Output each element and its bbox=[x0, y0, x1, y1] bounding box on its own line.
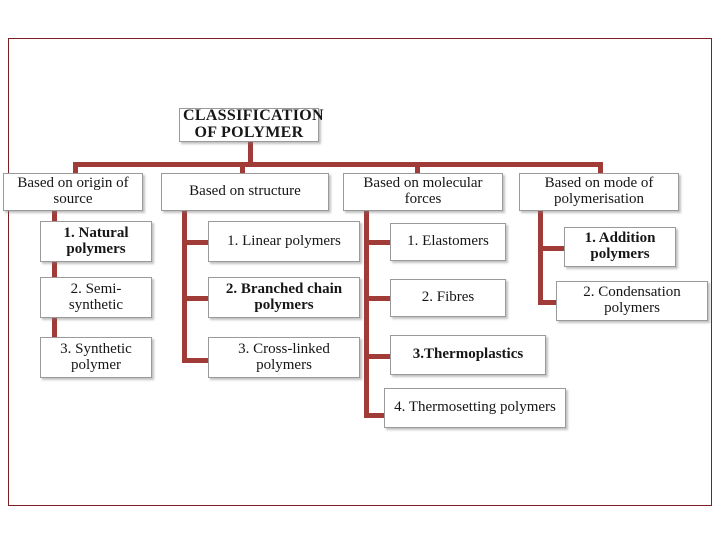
node-leaf-b1-c3-label: 3. Synthetic polymer bbox=[60, 340, 132, 373]
node-branch-heading-1[interactable]: Based on origin of source bbox=[3, 173, 143, 211]
node-leaf-b2-c3[interactable]: 3. Cross-linked polymers bbox=[208, 337, 360, 378]
connector-rib-b4-c2 bbox=[538, 300, 566, 305]
connector-rib-b3-c3 bbox=[364, 354, 392, 359]
node-leaf-b4-c1[interactable]: 1. Addition polymers bbox=[564, 227, 676, 267]
node-branch-heading-2-label: Based on structure bbox=[189, 183, 301, 200]
node-leaf-b2-c1-label: 1. Linear polymers bbox=[227, 232, 341, 249]
node-leaf-b3-c1-label: 1. Elastomers bbox=[407, 233, 489, 250]
connector-top-bar bbox=[73, 162, 603, 167]
node-leaf-b3-c3-label: 3.Thermoplastics bbox=[412, 346, 524, 363]
connector-rib-b2-c1 bbox=[182, 240, 210, 245]
connector-title-stem bbox=[248, 142, 253, 164]
node-leaf-b1-c2-label: 2. Semi-synthetic bbox=[68, 280, 124, 313]
connector-rib-b2-c2 bbox=[182, 296, 210, 301]
node-branch-heading-3[interactable]: Based on molecular forces bbox=[343, 173, 503, 211]
node-leaf-b3-c4-label: 4. Thermosetting polymers bbox=[394, 399, 556, 416]
connector-rib-b3-c2 bbox=[364, 296, 392, 301]
node-leaf-b4-c2-label: 2. Condensation polymers bbox=[583, 284, 681, 316]
node-leaf-b3-c1[interactable]: 1. Elastomers bbox=[390, 223, 506, 261]
connector-rib-b2-c3 bbox=[182, 358, 210, 363]
connector-drop-branch-4 bbox=[598, 162, 603, 173]
node-branch-heading-4[interactable]: Based on mode of polymerisation bbox=[519, 173, 679, 211]
node-branch-heading-4-label: Based on mode of polymerisation bbox=[544, 175, 654, 207]
node-leaf-b1-c3[interactable]: 3. Synthetic polymer bbox=[40, 337, 152, 378]
node-leaf-b2-c3-label: 3. Cross-linked polymers bbox=[238, 340, 330, 373]
connector-drop-branch-1 bbox=[73, 162, 78, 173]
node-leaf-b3-c2[interactable]: 2. Fibres bbox=[390, 279, 506, 317]
connector-trunk-branch-4 bbox=[538, 211, 543, 305]
node-leaf-b3-c2-label: 2. Fibres bbox=[421, 289, 475, 306]
node-leaf-b4-c2[interactable]: 2. Condensation polymers bbox=[556, 281, 708, 321]
node-leaf-b4-c1-label: 1. Addition polymers bbox=[584, 230, 656, 262]
node-branch-heading-1-label: Based on origin of source bbox=[17, 175, 129, 207]
connector-drop-branch-3 bbox=[415, 162, 420, 173]
node-leaf-b1-c2[interactable]: 2. Semi-synthetic bbox=[40, 277, 152, 318]
node-leaf-b1-c1[interactable]: 1. Natural polymers bbox=[40, 221, 152, 262]
node-branch-heading-2[interactable]: Based on structure bbox=[161, 173, 329, 211]
node-leaf-b2-c1[interactable]: 1. Linear polymers bbox=[208, 221, 360, 262]
node-leaf-b3-c3[interactable]: 3.Thermoplastics bbox=[390, 335, 546, 375]
node-leaf-b1-c1-label: 1. Natural polymers bbox=[63, 224, 129, 257]
node-leaf-b3-c4[interactable]: 4. Thermosetting polymers bbox=[384, 388, 566, 428]
node-title-label: CLASSIFICATION OF POLYMER bbox=[183, 107, 324, 141]
connector-trunk-branch-3 bbox=[364, 211, 369, 418]
connector-drop-branch-2 bbox=[240, 162, 245, 173]
connector-rib-b3-c4 bbox=[364, 413, 392, 418]
node-branch-heading-3-label: Based on molecular forces bbox=[363, 175, 483, 207]
node-leaf-b2-c2[interactable]: 2. Branched chain polymers bbox=[208, 277, 360, 318]
node-title[interactable]: CLASSIFICATION OF POLYMER bbox=[179, 107, 324, 142]
connector-trunk-branch-2 bbox=[182, 211, 187, 363]
connector-rib-b4-c1 bbox=[538, 246, 566, 251]
node-leaf-b2-c2-label: 2. Branched chain polymers bbox=[225, 280, 343, 313]
connector-rib-b3-c1 bbox=[364, 240, 392, 245]
content-frame: CLASSIFICATION OF POLYMER Based on origi… bbox=[3, 38, 712, 506]
